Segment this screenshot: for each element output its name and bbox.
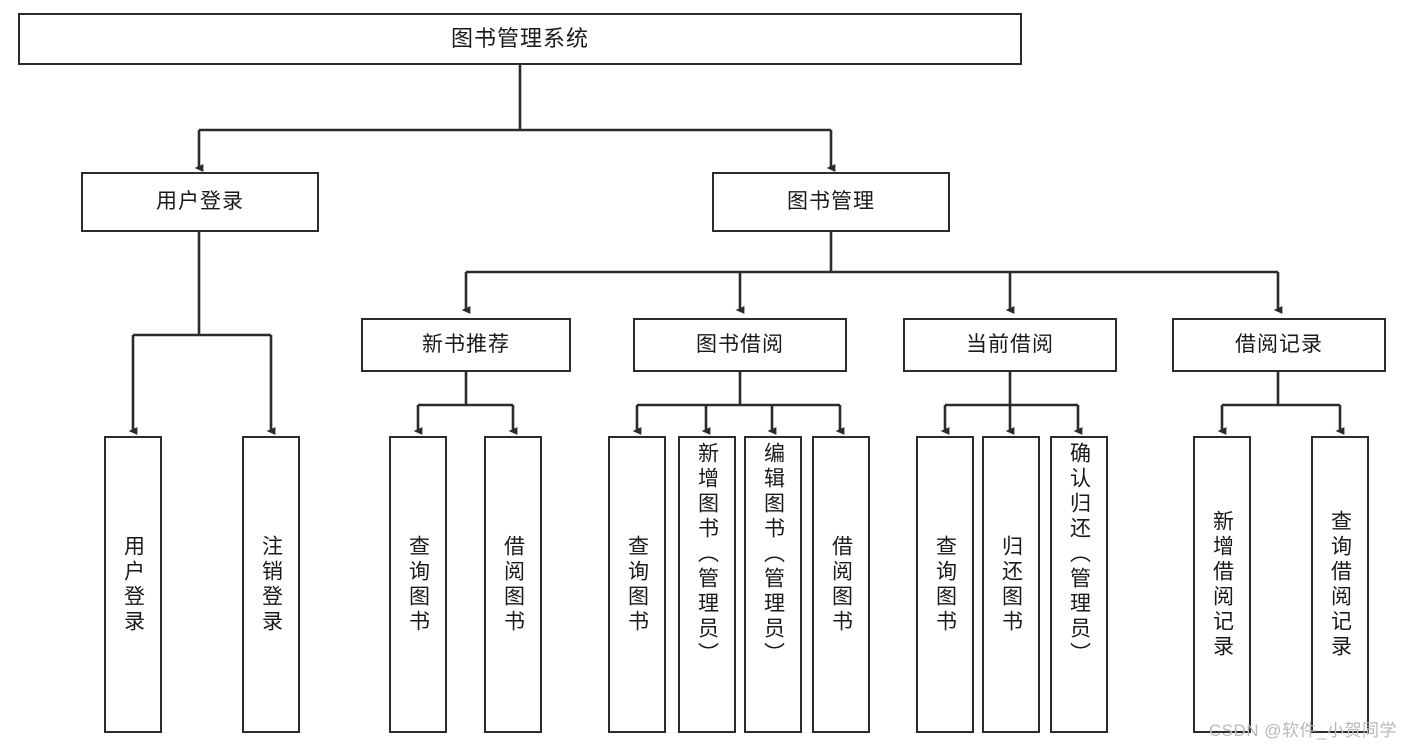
- leaf-add-book-admin[interactable]: 新增图书（管理员）: [678, 436, 736, 733]
- leaf-borrow-book-2[interactable]: 借阅图书: [812, 436, 870, 733]
- leaf-label: 归还图书: [999, 534, 1023, 635]
- leaf-add-borrow-record[interactable]: 新增借阅记录: [1193, 436, 1251, 733]
- leaf-label: 查询借阅记录: [1328, 509, 1352, 660]
- node-current-borrow[interactable]: 当前借阅: [903, 318, 1117, 372]
- leaf-label: 新增图书（管理员）: [695, 442, 719, 667]
- leaf-label: 新增借阅记录: [1210, 509, 1234, 660]
- node-borrow-record[interactable]: 借阅记录: [1172, 318, 1386, 372]
- leaf-label: 确认归还（管理员）: [1067, 442, 1091, 667]
- node-book-borrow[interactable]: 图书借阅: [633, 318, 847, 372]
- leaf-label: 注销登录: [259, 534, 283, 635]
- leaf-label: 借阅图书: [829, 534, 853, 635]
- leaf-logout-login[interactable]: 注销登录: [242, 436, 300, 733]
- csdn-watermark: CSDN @软件_小贺同学: [1208, 721, 1397, 740]
- leaf-label: 查询图书: [406, 534, 430, 635]
- leaf-label: 查询图书: [625, 534, 649, 635]
- leaf-confirm-return-admin[interactable]: 确认归还（管理员）: [1050, 436, 1108, 733]
- node-root-system[interactable]: 图书管理系统: [18, 13, 1022, 65]
- node-new-book-recommend[interactable]: 新书推荐: [361, 318, 571, 372]
- leaf-return-book[interactable]: 归还图书: [982, 436, 1040, 733]
- leaf-label: 查询图书: [933, 534, 957, 635]
- leaf-query-book-1[interactable]: 查询图书: [389, 436, 447, 733]
- leaf-edit-book-admin[interactable]: 编辑图书（管理员）: [744, 436, 802, 733]
- leaf-query-book-2[interactable]: 查询图书: [608, 436, 666, 733]
- leaf-label: 编辑图书（管理员）: [761, 442, 785, 667]
- leaf-label: 借阅图书: [501, 534, 525, 635]
- leaf-label: 用户登录: [121, 534, 145, 635]
- node-book-management[interactable]: 图书管理: [712, 172, 950, 232]
- node-user-login[interactable]: 用户登录: [81, 172, 319, 232]
- leaf-query-book-3[interactable]: 查询图书: [916, 436, 974, 733]
- leaf-query-borrow-record[interactable]: 查询借阅记录: [1311, 436, 1369, 733]
- leaf-borrow-book-1[interactable]: 借阅图书: [484, 436, 542, 733]
- leaf-user-login[interactable]: 用户登录: [104, 436, 162, 733]
